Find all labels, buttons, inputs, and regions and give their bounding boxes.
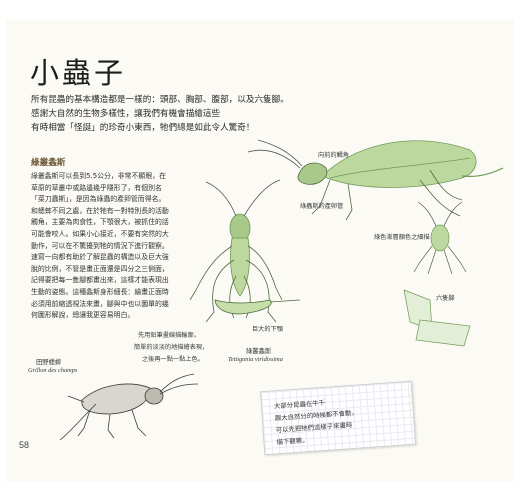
- katydid-small-sketch: [413, 201, 467, 275]
- katydid-side-sketch: [247, 139, 504, 221]
- wing-study-sketch: [403, 289, 471, 347]
- annotation-method-line: 之後再一點一點上色。: [142, 356, 204, 363]
- note-line: 可以先把牠們這樣子來畫時: [275, 421, 353, 435]
- body-line: 觸角，主要為肉食性，下顎很大，被抓住的話: [31, 218, 169, 227]
- body-line: 必須用前縮透視法來畫，腳與中也以圖單的幾: [31, 299, 169, 308]
- body-line: 草原的草叢中或路邊幾乎隱形了，有個別名: [31, 183, 162, 192]
- caption-cricket-zh: 田野蟋蟀: [36, 359, 62, 366]
- body-line: 速寫一向都有助於了解昆蟲的構造以及巨大強: [31, 253, 169, 262]
- tip-note-card: 大部分昆蟲在牛千 跟大自然分的時候都不會動， 可以先把牠們這樣子來畫時 描下觀察…: [259, 380, 417, 456]
- body-line: 脫的比例，不管是畫正面還是四分之三側面，: [31, 264, 169, 273]
- annotation-antenna: 向前的觸角: [318, 152, 349, 159]
- annotation-legs: 六隻腳: [436, 295, 455, 302]
- hind-leg-sketch: [214, 299, 301, 315]
- note-line: 描下觀察。: [276, 436, 309, 447]
- annotation-method-line: 簡單的淡淡的地描繪表現，: [134, 344, 209, 351]
- caption-cricket-fr: Grillon des champs: [28, 367, 78, 374]
- caption-katydid-latin: Tettigonia viridissima: [228, 356, 283, 363]
- body-line: 記得要把每一隻腳都畫出來，這樣才能表現出: [31, 276, 169, 285]
- body-line: 可能會咬人。如果小心接近，不要有突然的大: [31, 229, 169, 238]
- intro-paragraph: 所有昆蟲的基本構造都是一樣的：頭部、胸部、腹部，以及六隻腳。 感謝大自然的生物多…: [31, 93, 361, 135]
- body-line: 和蟋蟀不同之處，在於牠有一對特別長的活動: [31, 206, 169, 215]
- note-line: 大部分昆蟲在牛千: [273, 398, 326, 411]
- page-title: 小蟲子: [30, 56, 127, 90]
- annotation-ovipositor: 綠蟲斯的產卵管: [300, 203, 344, 210]
- section-heading: 綠叢螽斯: [31, 158, 66, 168]
- annotation-green-note: 綠色漸層顏色之細描: [374, 234, 430, 241]
- cricket-sketch: [59, 373, 199, 441]
- intro-line: 有時相當「怪誕」的珍奇小東西，牠們總是如此令人驚奇！: [31, 123, 255, 133]
- page-number: 58: [19, 440, 30, 450]
- annotation-method-line: 先用鉛筆畫線描輪廓，: [138, 332, 200, 339]
- intro-line: 感謝大自然的生物多樣性，讓我們有機會描繪這些: [31, 109, 221, 119]
- annotation-hind-leg: 巨大的下顎: [252, 326, 283, 333]
- body-line: 生動的姿態。這種螽斯身形細長：繪畫正面時: [31, 287, 169, 296]
- body-line: 「菜刀蟲斯」，是因為綠蟲的產卵管而得名。: [31, 195, 166, 204]
- body-line: 動作，可以在不驚擾到牠的情況下進行觀察。: [31, 241, 169, 250]
- caption-katydid-zh: 綠叢螽斯: [246, 348, 272, 355]
- section-body: 綠叢螽斯可以長到5.5公分，非常不顯眼，在 草原的草叢中或路邊幾乎隱形了，有個別…: [31, 171, 187, 322]
- body-line: 綠叢螽斯可以長到5.5公分，非常不顯眼，在: [31, 172, 166, 180]
- body-line: 何圖形解說，總讓我更容易明白。: [31, 311, 135, 320]
- intro-line: 所有昆蟲的基本構造都是一樣的：頭部、胸部、腹部，以及六隻腳。: [31, 95, 289, 105]
- katydid-front-sketch: [189, 179, 283, 323]
